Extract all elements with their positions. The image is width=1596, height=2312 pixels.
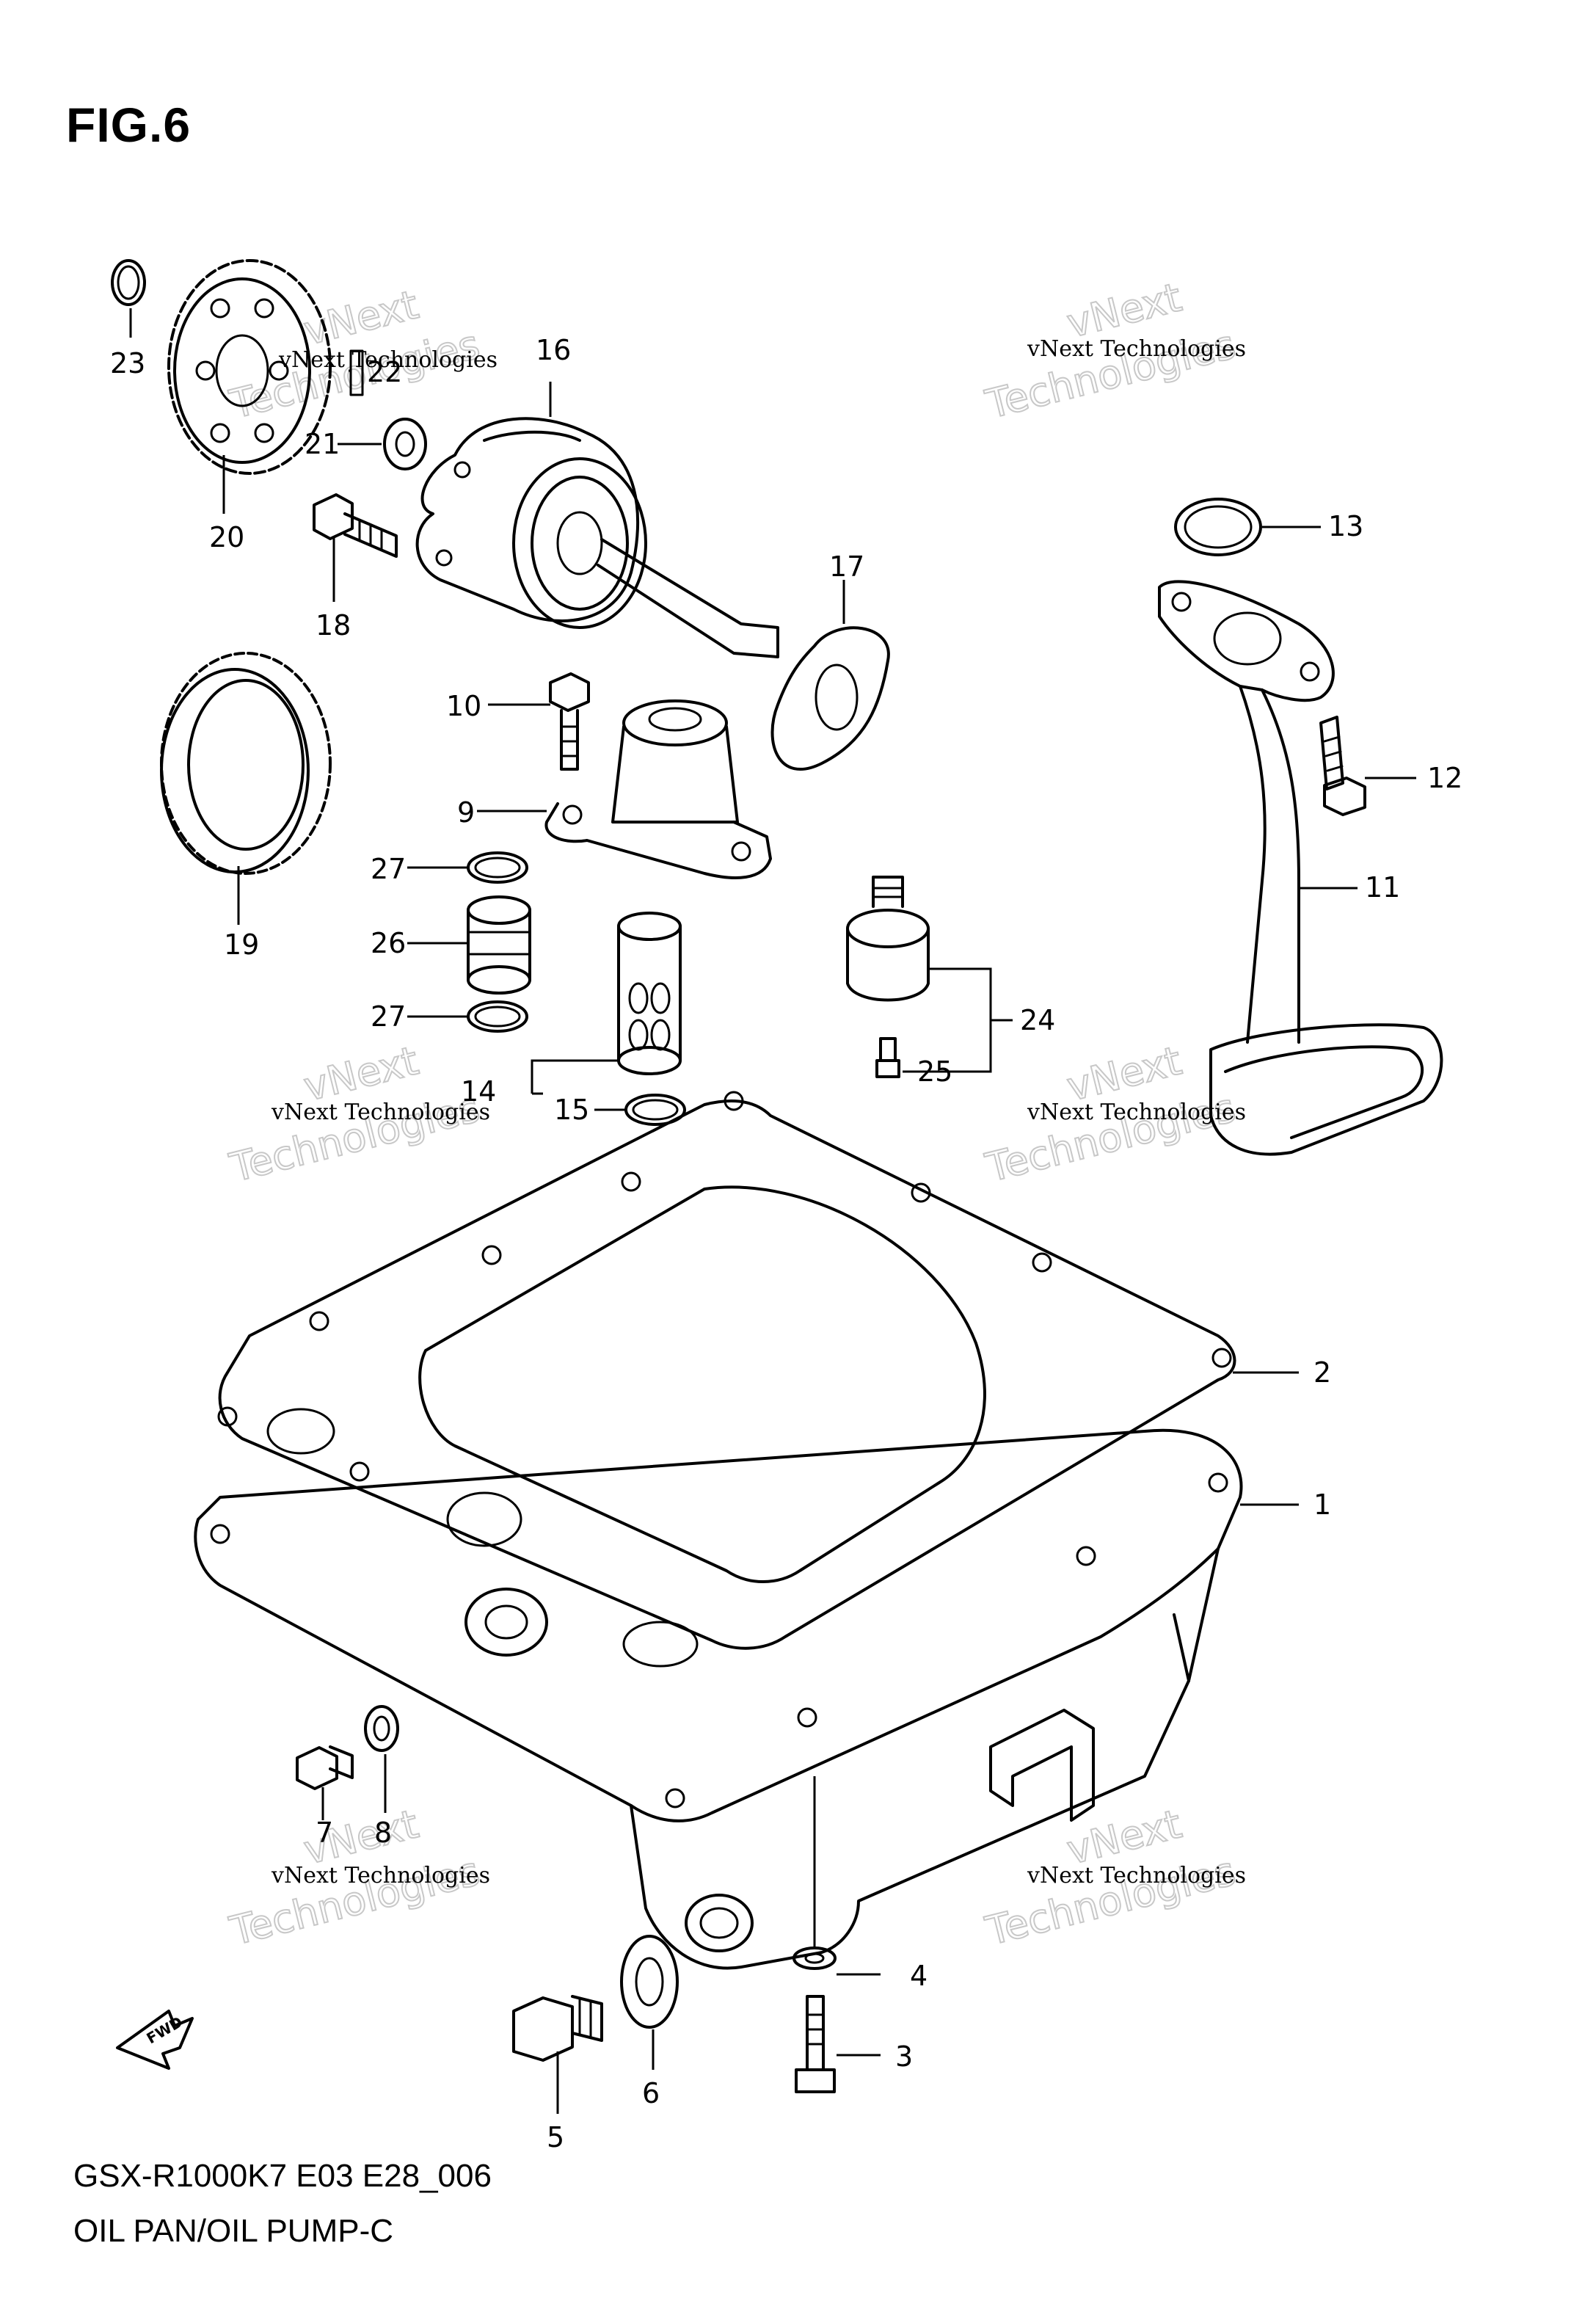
part-24-oil-pressure-switch bbox=[846, 876, 930, 1002]
watermark-mid-left: Technologies vNext vNext Technologies bbox=[225, 1036, 490, 1192]
svg-text:vNext Technologies: vNext Technologies bbox=[271, 1099, 490, 1125]
callout-11: 11 bbox=[1365, 871, 1400, 904]
part-10-bolt bbox=[549, 672, 590, 771]
callout-labels: 23 22 16 21 20 18 17 13 10 12 9 27 11 19… bbox=[110, 334, 1462, 2153]
part-9-oil-strainer bbox=[544, 699, 772, 879]
part-21-washer bbox=[383, 418, 427, 470]
callout-8: 8 bbox=[374, 1817, 392, 1849]
callout-6: 6 bbox=[642, 2077, 660, 2109]
part-22-pin bbox=[349, 349, 364, 396]
callout-12: 12 bbox=[1427, 762, 1462, 794]
callout-4: 4 bbox=[910, 1960, 928, 1992]
part-13-o-ring bbox=[1174, 498, 1262, 556]
callout-27-lower: 27 bbox=[371, 1000, 406, 1033]
part-26-collar bbox=[467, 895, 531, 995]
part-25-screw bbox=[875, 1037, 900, 1078]
callout-7: 7 bbox=[316, 1817, 333, 1849]
callout-20: 20 bbox=[209, 521, 244, 553]
part-6-gasket bbox=[620, 1935, 679, 2029]
callout-26: 26 bbox=[371, 927, 406, 959]
callout-15: 15 bbox=[554, 1094, 589, 1126]
callout-13: 13 bbox=[1328, 510, 1363, 542]
callout-14: 14 bbox=[461, 1075, 496, 1108]
fwd-label: FWD bbox=[144, 2013, 186, 2047]
watermark-mid-right: Technologies vNext vNext Technologies bbox=[980, 1036, 1246, 1192]
callout-5: 5 bbox=[547, 2121, 564, 2153]
svg-text:vNext Technologies: vNext Technologies bbox=[278, 347, 498, 373]
part-27-o-ring-upper bbox=[467, 851, 528, 884]
callout-17: 17 bbox=[829, 550, 864, 583]
part-2-gasket bbox=[217, 1091, 1236, 1668]
callout-27-upper: 27 bbox=[371, 853, 406, 885]
part-3-bolt bbox=[795, 1995, 836, 2093]
watermark-bottom-left: Technologies vNext vNext Technologies bbox=[225, 1800, 490, 1955]
callout-9: 9 bbox=[457, 796, 475, 829]
leader-lines bbox=[129, 308, 1416, 2114]
part-17-gasket bbox=[770, 626, 890, 771]
callout-21: 21 bbox=[305, 428, 340, 460]
callout-10: 10 bbox=[446, 690, 481, 722]
part-18-bolt bbox=[313, 493, 398, 558]
svg-text:vNext Technologies: vNext Technologies bbox=[271, 1863, 490, 1889]
part-20-driven-gear bbox=[167, 259, 332, 475]
part-5-drain-plug bbox=[512, 1995, 603, 2062]
callout-2: 2 bbox=[1313, 1356, 1331, 1389]
part-16-oil-pump bbox=[415, 417, 779, 658]
part-8-gasket bbox=[364, 1705, 399, 1752]
callout-1: 1 bbox=[1313, 1488, 1331, 1521]
callout-23: 23 bbox=[110, 347, 145, 379]
part-14-regulator bbox=[617, 912, 682, 1075]
part-23-snap-ring bbox=[111, 259, 146, 306]
callout-3: 3 bbox=[895, 2040, 913, 2073]
callout-22: 22 bbox=[367, 356, 402, 388]
part-12-bolt bbox=[1319, 716, 1366, 816]
watermarks: Technologies vNext vNext Technologies Te… bbox=[225, 273, 1246, 1955]
fwd-arrow-icon: FWD bbox=[116, 2010, 194, 2070]
callout-24: 24 bbox=[1020, 1004, 1055, 1036]
part-27-o-ring-lower bbox=[467, 1000, 528, 1033]
callout-25: 25 bbox=[917, 1055, 952, 1088]
footer-section-name: OIL PAN/OIL PUMP-C bbox=[73, 2213, 394, 2249]
part-7-drain-plug bbox=[296, 1745, 354, 1790]
callout-18: 18 bbox=[316, 609, 351, 641]
svg-text:vNext Technologies: vNext Technologies bbox=[1027, 336, 1246, 362]
footer-model-code: GSX-R1000K7 E03 E28_006 bbox=[73, 2158, 492, 2194]
figure-title: FIG.6 bbox=[66, 98, 192, 152]
svg-text:vNext Technologies: vNext Technologies bbox=[1027, 1863, 1246, 1889]
part-11-strainer-pipe bbox=[1158, 580, 1443, 1156]
part-4-washer bbox=[792, 1946, 837, 1970]
part-1-oil-pan bbox=[194, 1428, 1243, 1970]
part-19-gear-ring bbox=[160, 652, 332, 875]
callout-16: 16 bbox=[536, 334, 571, 366]
watermark-top-right: Technologies vNext vNext Technologies bbox=[980, 273, 1246, 429]
watermark-bottom-right: Technologies vNext vNext Technologies bbox=[980, 1800, 1246, 1955]
callout-19: 19 bbox=[224, 928, 259, 961]
